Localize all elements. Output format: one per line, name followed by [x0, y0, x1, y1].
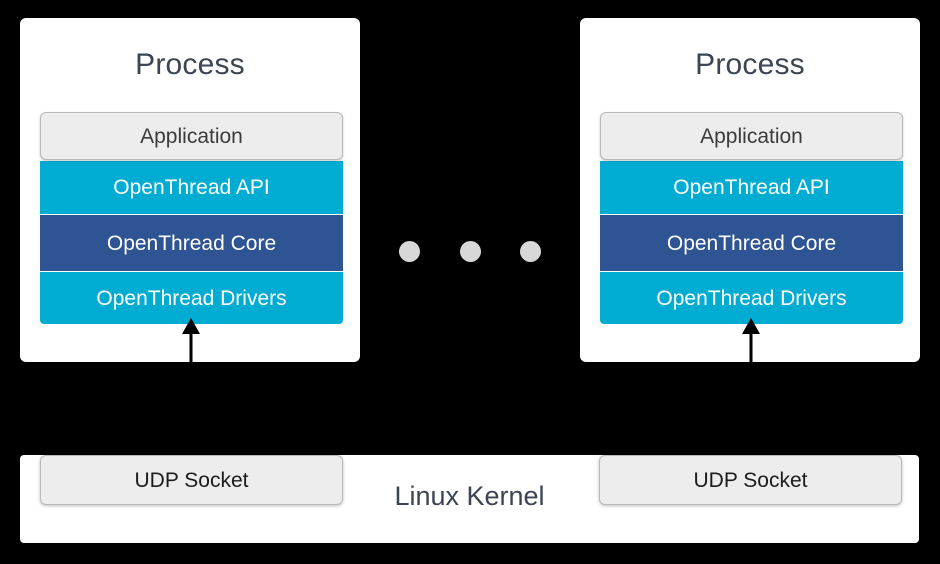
layer-application[interactable]: Application	[600, 112, 903, 160]
layer-openthread-core[interactable]: OpenThread Core	[600, 215, 903, 271]
layer-openthread-drivers[interactable]: OpenThread Drivers	[40, 272, 343, 324]
arrow-up-icon	[739, 318, 763, 364]
ellipsis-dots	[399, 240, 541, 262]
layer-openthread-drivers[interactable]: OpenThread Drivers	[600, 272, 903, 324]
layer-label: OpenThread Core	[106, 231, 277, 255]
linux-kernel-title: Linux Kernel	[394, 481, 545, 511]
process-title: Process	[135, 48, 245, 81]
ellipsis-dot	[520, 240, 541, 262]
layer-label: Application	[700, 124, 803, 148]
ellipsis-dot	[399, 240, 420, 262]
udp-socket-box-1[interactable]: UDP Socket	[40, 455, 343, 505]
layer-label: OpenThread Drivers	[96, 286, 287, 310]
layer-label: OpenThread Core	[666, 231, 837, 255]
layer-openthread-api[interactable]: OpenThread API	[40, 161, 343, 214]
layer-openthread-api[interactable]: OpenThread API	[600, 161, 903, 214]
layer-label: OpenThread API	[673, 176, 830, 199]
layer-label: Application	[140, 124, 243, 148]
ellipsis-dot	[459, 240, 481, 262]
layer-application[interactable]: Application	[40, 112, 343, 160]
openthread-layer-stack: Application OpenThread API OpenThread Co…	[40, 112, 343, 324]
layer-label: OpenThread API	[113, 176, 270, 199]
process-card-2: Process Application OpenThread API OpenT…	[580, 18, 920, 362]
layer-openthread-core[interactable]: OpenThread Core	[40, 215, 343, 271]
openthread-layer-stack: Application OpenThread API OpenThread Co…	[600, 112, 903, 324]
layer-label: OpenThread Drivers	[656, 286, 847, 310]
udp-socket-label: UDP Socket	[693, 468, 808, 492]
process-card-1: Process Application OpenThread API OpenT…	[20, 18, 360, 362]
arrow-up-icon	[179, 318, 203, 364]
udp-socket-box-2[interactable]: UDP Socket	[599, 455, 902, 505]
process-title: Process	[695, 48, 805, 81]
udp-socket-label: UDP Socket	[134, 468, 249, 492]
